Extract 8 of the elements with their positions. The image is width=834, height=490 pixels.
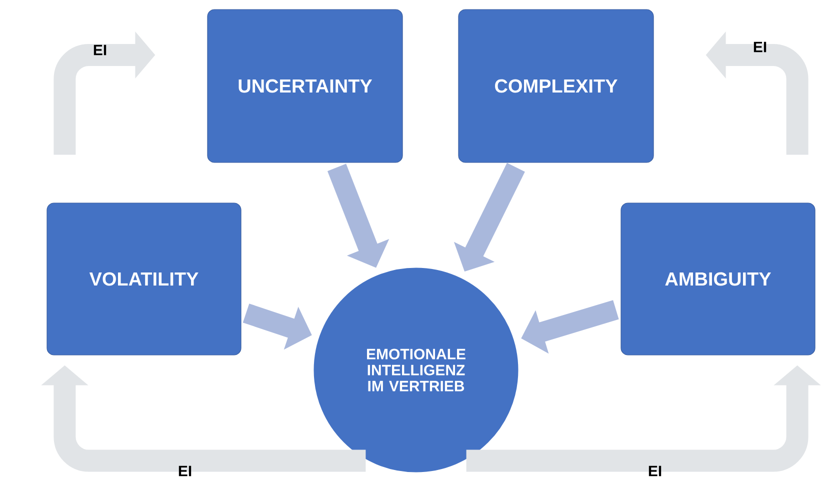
edge-label: EI	[94, 44, 106, 56]
process-box: AMBIGUITY	[620, 202, 816, 356]
edge-label: EI	[178, 466, 192, 476]
edge-label: EI	[648, 466, 662, 476]
process-box: VOLATILITY	[46, 202, 242, 356]
process-box: COMPLEXITY	[458, 9, 654, 163]
process-box: UNCERTAINTY	[207, 9, 403, 163]
edge-label: EI	[754, 42, 766, 52]
